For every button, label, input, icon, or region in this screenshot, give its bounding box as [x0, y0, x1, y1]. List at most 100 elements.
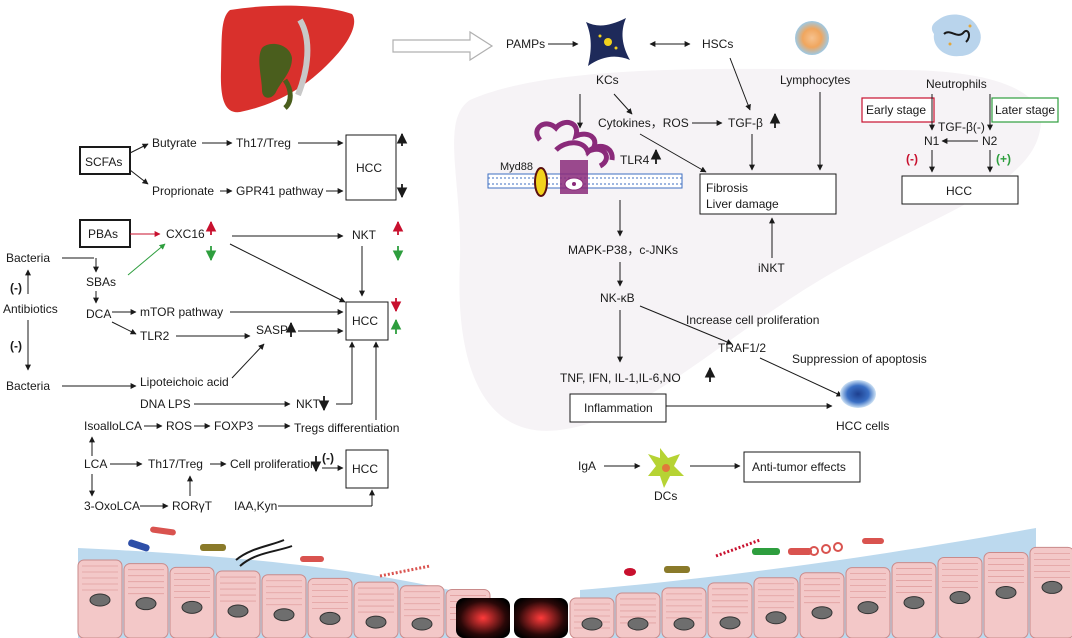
- dca-label: DCA: [86, 307, 111, 321]
- inflammation-label: Inflammation: [584, 401, 653, 415]
- sbas-label: SBAs: [86, 275, 116, 289]
- minus-bottom-label: (-): [10, 339, 22, 353]
- cell-nucleus: [365, 615, 387, 629]
- cell-nucleus: [673, 617, 695, 631]
- arrow-kcs-cytokines: [613, 93, 633, 115]
- traf-label: TRAF1/2: [718, 341, 766, 355]
- epithelial-cell: [615, 592, 661, 638]
- fibrosis-label: Fibrosis: [706, 181, 748, 195]
- arrow-lipoteichoic-sasp: [231, 343, 265, 379]
- tgfb-minus-label: TGF-β(-): [938, 120, 985, 134]
- n1-label: N1: [924, 134, 940, 148]
- hscs-label: HSCs: [702, 37, 733, 51]
- epithelial-cell: [799, 572, 845, 638]
- iga-label: IgA: [578, 459, 596, 473]
- tlr4-label: TLR4: [620, 153, 650, 167]
- anti-tumor-box: [743, 451, 861, 483]
- minus-cell-label: (-): [322, 451, 334, 465]
- lipoteichoic-label: Lipoteichoic acid: [140, 375, 229, 389]
- cell-nucleus: [949, 591, 971, 605]
- pos-sign-label: (+): [996, 152, 1011, 166]
- iaa-kyn-label: IAA,Kyn: [234, 499, 277, 513]
- fibrosis-box: [699, 173, 837, 215]
- mtor-label: mTOR pathway: [140, 305, 223, 319]
- dc-cell-icon: [648, 448, 684, 488]
- cell-nucleus: [765, 611, 787, 625]
- scfas-label: SCFAs: [85, 155, 122, 169]
- epithelial-cell: [261, 574, 307, 638]
- dna-lps-label: DNA LPS: [140, 397, 191, 411]
- early-stage-label: Early stage: [866, 103, 926, 117]
- tgfb-label: TGF-β: [728, 116, 763, 130]
- cell-nucleus: [319, 611, 341, 625]
- bacteria-bottom-label: Bacteria: [6, 379, 50, 393]
- cxc16-label: CXC16: [166, 227, 205, 241]
- nkt-low-label: NKT: [296, 397, 321, 411]
- cell-prolif-label: Cell proliferation: [230, 457, 317, 471]
- cell-nucleus: [181, 600, 203, 614]
- liver-to-panel-arrow: [392, 30, 494, 62]
- pamps-label: PAMPs: [506, 37, 545, 51]
- arrow-dca-tlr2: [111, 321, 137, 335]
- th17treg-top-label: Th17/Treg: [236, 136, 291, 150]
- background-liver-watermark: [454, 68, 1042, 431]
- myd88-label: Myd88: [500, 161, 533, 173]
- pbas-label: PBAs: [88, 227, 118, 241]
- cell-nucleus: [411, 617, 433, 631]
- cell-nucleus: [581, 617, 603, 631]
- increase-prolif-label: Increase cell proliferation: [686, 313, 819, 327]
- mapk-label: MAPK-P38，c-JNKs: [568, 243, 678, 257]
- hcc-bottom-label: HCC: [352, 462, 378, 476]
- n2-label: N2: [982, 134, 998, 148]
- hcc-cell-icon: [840, 380, 876, 408]
- tnf-label: TNF, IFN, IL-1,IL-6,NO: [560, 371, 681, 385]
- later-stage-box: [991, 97, 1059, 123]
- cytokines-ros-label: Cytokines，ROS: [598, 116, 689, 130]
- hcc-top-box: [345, 134, 397, 201]
- inflammation-box: [569, 393, 667, 423]
- epithelial-cell: [707, 582, 753, 638]
- arrow-nfkb-traf: [639, 305, 733, 345]
- sasp-label: SASP: [256, 323, 288, 337]
- hcc-bottom-box: [345, 449, 389, 489]
- early-stage-box: [861, 97, 935, 123]
- cell-nucleus: [273, 608, 295, 622]
- kc-cell-icon: [586, 18, 630, 66]
- hcc-top-label: HCC: [356, 161, 382, 175]
- liver-illustration: [220, 5, 355, 113]
- hcc-neutro-label: HCC: [946, 184, 972, 198]
- cell-nucleus: [903, 596, 925, 610]
- lca-label: LCA: [84, 457, 107, 471]
- lymphocytes-label: Lymphocytes: [780, 73, 850, 87]
- cell-nucleus: [89, 593, 111, 607]
- kcs-label: KCs: [596, 73, 619, 87]
- isoallolca-label: IsoalloLCA: [84, 419, 142, 433]
- proprionate-label: Proprionate: [152, 184, 214, 198]
- ros-left-label: ROS: [166, 419, 192, 433]
- roryt-label: RORγT: [172, 499, 213, 513]
- nfkb-label: NK-κB: [600, 291, 635, 305]
- scfas-box: [79, 146, 131, 175]
- cell-nucleus: [627, 617, 649, 631]
- foxp3-label: FOXP3: [214, 419, 254, 433]
- intestine-illustration: [77, 526, 1072, 638]
- arrow-hscs-tgfb: [729, 57, 751, 111]
- epithelial-cell: [399, 585, 445, 638]
- th17treg-low-label: Th17/Treg: [148, 457, 203, 471]
- cell-nucleus: [227, 604, 249, 618]
- oxolca-label: 3-OxoLCA: [84, 499, 140, 513]
- gpr41-label: GPR41 pathway: [236, 184, 323, 198]
- tregs-diff-label: Tregs differentiation: [294, 421, 399, 435]
- butyrate-label: Butyrate: [152, 136, 197, 150]
- hcc-neutro-box: [901, 175, 1019, 205]
- cell-nucleus: [811, 606, 833, 620]
- epithelial-cell: [215, 570, 261, 638]
- suppression-label: Suppression of apoptosis: [792, 352, 927, 366]
- liver-damage-label: Liver damage: [706, 197, 779, 211]
- anti-tumor-label: Anti-tumor effects: [752, 460, 846, 474]
- hcc-cells-label: HCC cells: [836, 419, 889, 433]
- cell-nucleus: [1041, 580, 1063, 594]
- arrow-scfas-proprionate: [129, 169, 149, 185]
- nkt-top-label: NKT: [352, 228, 377, 242]
